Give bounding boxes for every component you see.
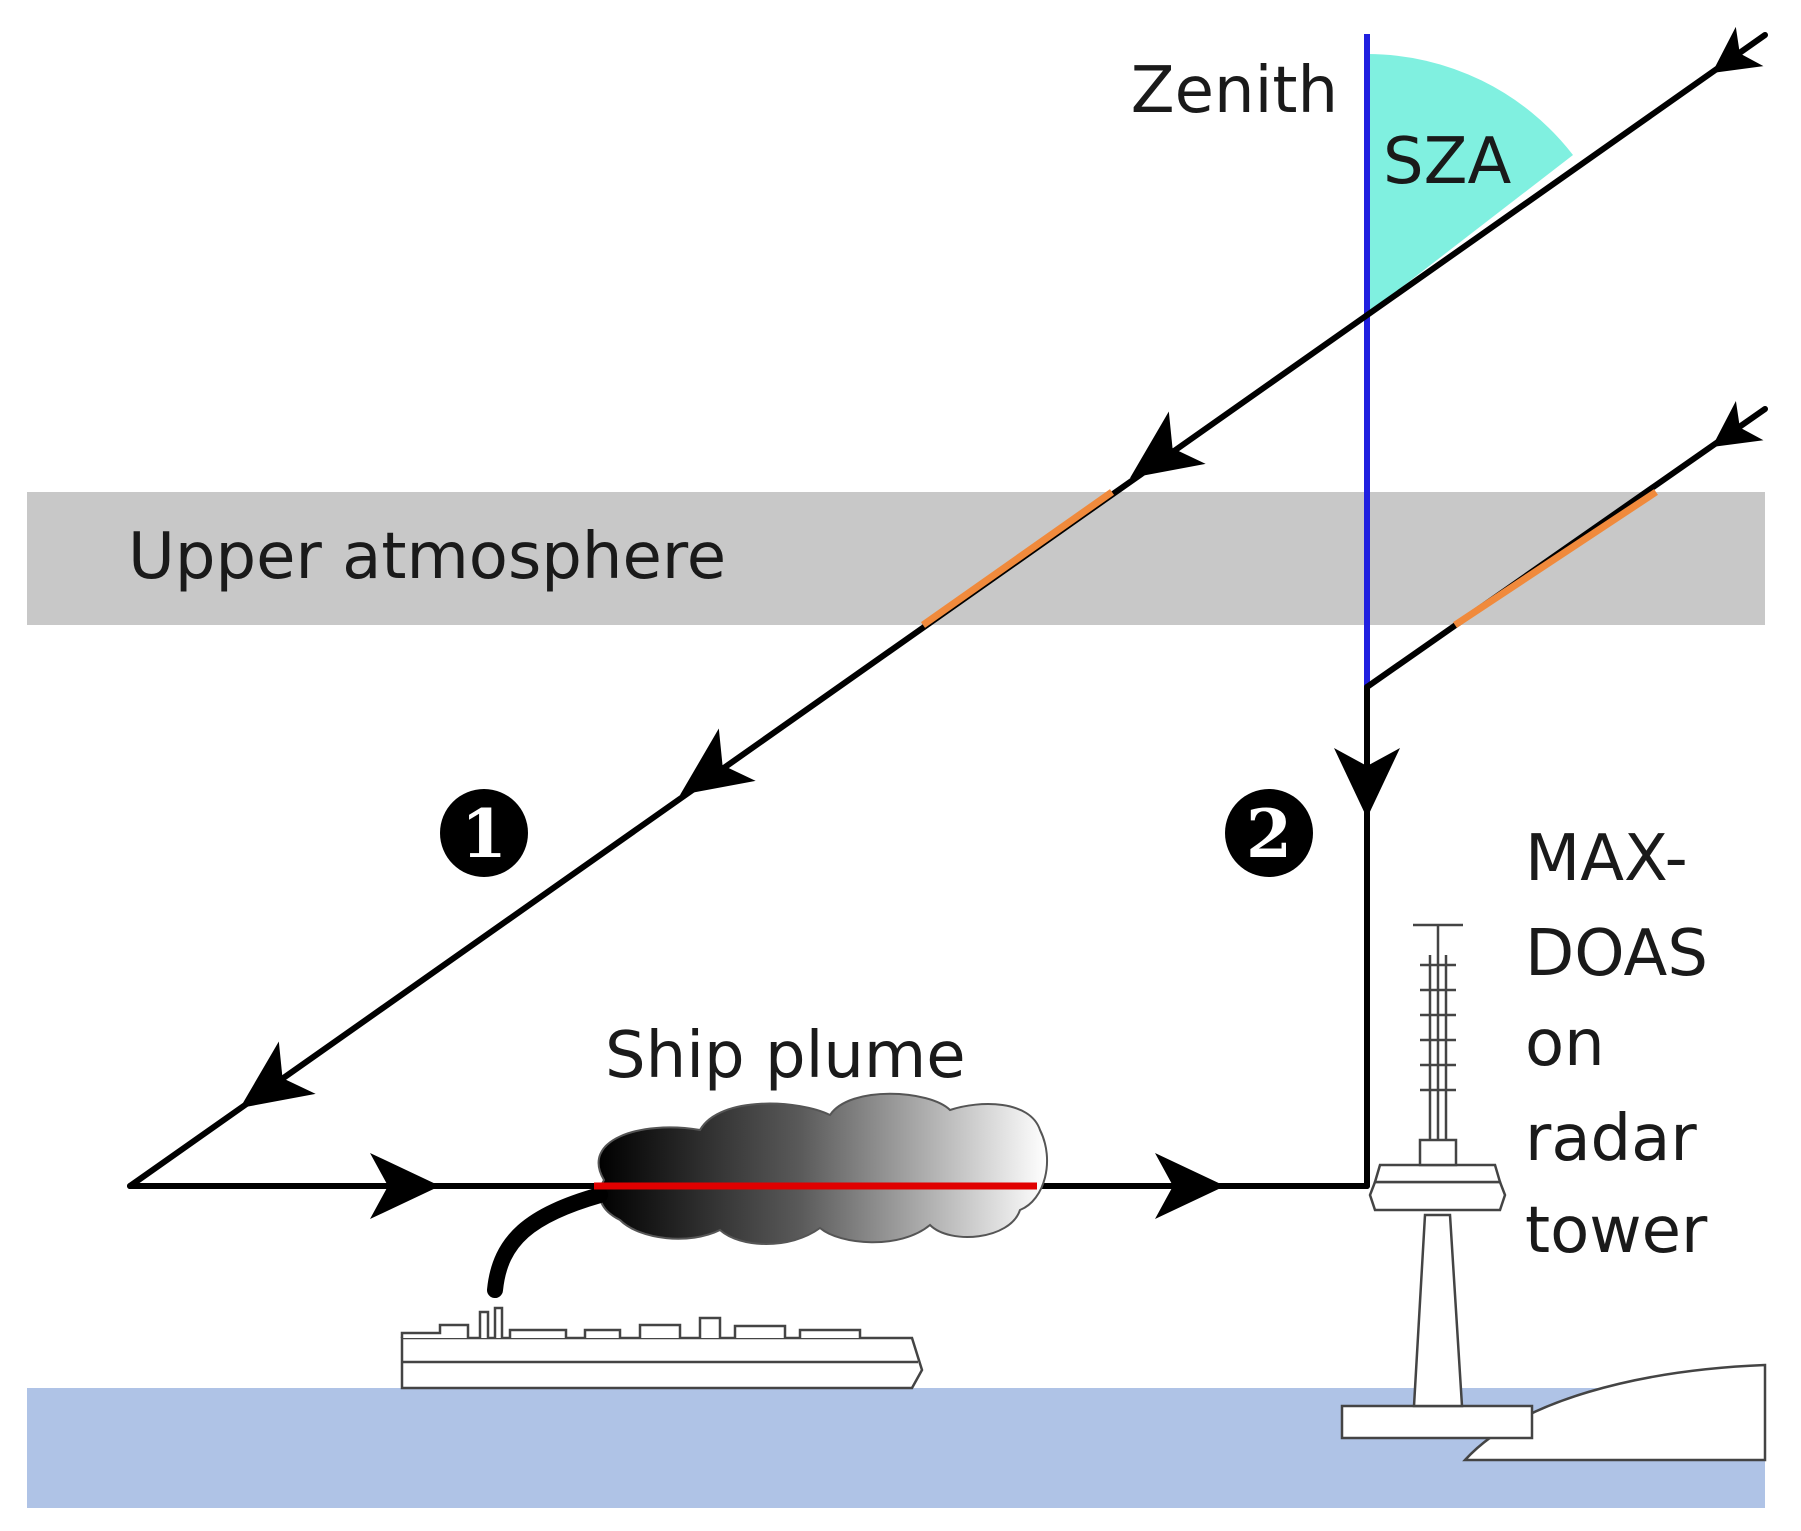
upper-atmosphere-band <box>27 492 1765 625</box>
ship-plume-label: Ship plume <box>605 1019 966 1093</box>
ship-plume <box>487 1092 1048 1298</box>
instrument-label-line-3: on <box>1525 1007 1605 1081</box>
instrument-label: MAX- DOAS on radar tower <box>1525 822 1708 1268</box>
upper-atmosphere-label: Upper atmosphere <box>128 520 726 594</box>
sza-label: SZA <box>1383 125 1511 199</box>
tower-base-platform <box>1340 1404 1534 1440</box>
ship <box>400 1306 924 1390</box>
radar-tower <box>1368 923 1507 1408</box>
stratospheric-absorption-path-2 <box>1453 489 1658 628</box>
instrument-label-line-2: DOAS <box>1525 917 1708 991</box>
instrument-label-line-4: radar <box>1525 1102 1697 1176</box>
stratospheric-absorption-path-1 <box>920 489 1115 628</box>
instrument-label-line-5: tower <box>1525 1194 1708 1268</box>
path-2-number: 2 <box>1246 795 1292 873</box>
path-1-marker: 1 <box>440 789 528 877</box>
sza-angle-arc <box>1367 53 1573 314</box>
instrument-label-line-1: MAX- <box>1525 822 1688 896</box>
zenith-label: Zenith <box>1131 54 1338 128</box>
path-1-number: 1 <box>461 795 507 873</box>
path-2-marker: 2 <box>1225 789 1313 877</box>
arrowheads <box>240 26 1764 1219</box>
